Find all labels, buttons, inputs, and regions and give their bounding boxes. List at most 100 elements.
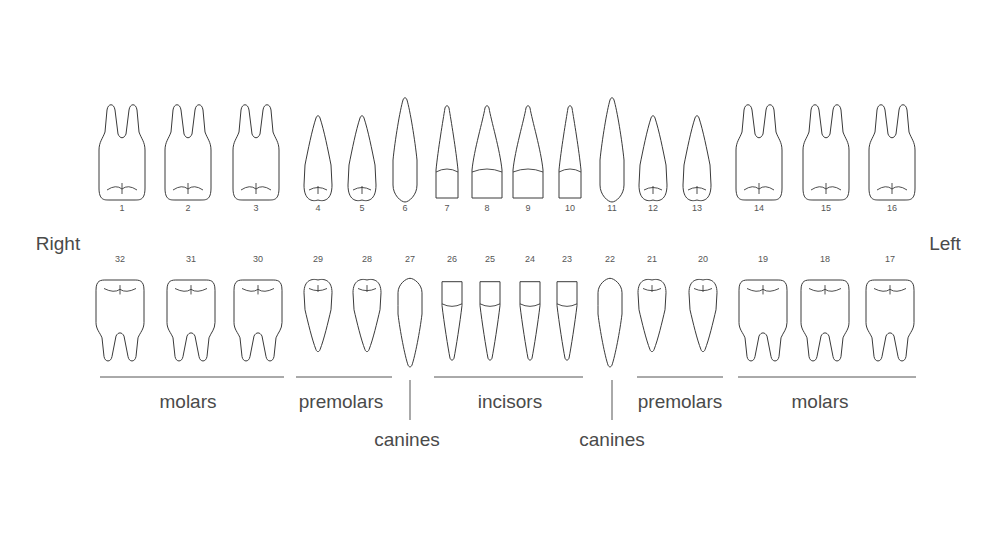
tooth-number: 21 xyxy=(647,255,657,264)
tooth-number: 23 xyxy=(562,255,572,264)
tooth-number: 29 xyxy=(313,255,323,264)
tooth-groove xyxy=(559,169,581,172)
tooth-shape xyxy=(639,116,667,201)
tooth-shape xyxy=(513,106,543,198)
molar-line xyxy=(100,377,284,378)
tooth-shape xyxy=(598,278,622,367)
tooth-shape xyxy=(393,98,417,202)
tooth-outline xyxy=(304,116,332,201)
tooth-number: 26 xyxy=(447,255,457,264)
tooth-outline xyxy=(304,279,332,351)
tooth-number: 11 xyxy=(607,204,616,213)
canine-line xyxy=(612,380,613,420)
tooth-groove xyxy=(353,186,371,194)
tooth-number: 24 xyxy=(525,255,535,264)
group-label: premolars xyxy=(638,392,722,411)
tooth-outline xyxy=(398,278,422,367)
tooth-shape xyxy=(398,278,422,367)
tooth-outline xyxy=(442,282,462,360)
teeth-group xyxy=(96,98,915,367)
tooth-groove xyxy=(173,183,203,194)
tooth-shape xyxy=(304,116,332,201)
premolar-line xyxy=(296,377,392,378)
tooth-shape xyxy=(165,105,211,200)
tooth-number: 19 xyxy=(758,255,768,264)
tooth-outline xyxy=(866,280,914,361)
tooth-outline xyxy=(639,116,667,201)
tooth-shape xyxy=(480,282,500,360)
tooth-outline xyxy=(393,98,417,202)
tooth-number: 10 xyxy=(565,204,575,213)
tooth-groove xyxy=(747,285,779,294)
tooth-number: 8 xyxy=(484,204,489,213)
tooth-groove xyxy=(242,285,274,294)
tooth-shape xyxy=(353,279,381,351)
tooth-groove xyxy=(358,285,376,292)
incisor-line xyxy=(434,377,583,378)
tooth-number: 2 xyxy=(185,204,190,213)
group-label: premolars xyxy=(299,392,383,411)
tooth-shape xyxy=(472,106,502,198)
tooth-groove xyxy=(877,183,907,194)
tooth-groove xyxy=(309,285,327,292)
tooth-shape xyxy=(739,280,787,361)
tooth-shape xyxy=(600,98,624,202)
tooth-number: 28 xyxy=(362,255,372,264)
tooth-outline xyxy=(99,105,145,200)
tooth-number: 25 xyxy=(485,255,495,264)
tooth-shape xyxy=(557,282,577,360)
tooth-outline xyxy=(638,279,666,351)
tooth-outline xyxy=(683,116,711,201)
tooth-shape xyxy=(96,280,144,361)
tooth-number: 15 xyxy=(821,204,831,213)
tooth-groove xyxy=(241,183,271,194)
tooth-number: 17 xyxy=(885,255,895,264)
tooth-number: 30 xyxy=(253,255,263,264)
side-label: Right xyxy=(36,234,80,253)
tooth-groove xyxy=(688,186,706,194)
tooth-outline xyxy=(348,116,376,201)
tooth-number: 7 xyxy=(444,204,449,213)
tooth-number: 9 xyxy=(525,204,530,213)
tooth-shape xyxy=(234,280,282,361)
group-brackets xyxy=(100,377,916,420)
tooth-shape xyxy=(803,105,849,200)
tooth-outline xyxy=(480,282,500,360)
tooth-outline xyxy=(689,279,717,351)
tooth-shape xyxy=(442,282,462,360)
tooth-outline xyxy=(233,105,279,200)
tooth-groove xyxy=(513,169,543,172)
tooth-shape xyxy=(436,106,458,198)
tooth-groove xyxy=(436,169,458,172)
group-label: molars xyxy=(159,392,216,411)
tooth-number: 22 xyxy=(605,255,615,264)
tooth-shape xyxy=(689,279,717,351)
tooth-outline xyxy=(801,280,849,361)
tooth-groove xyxy=(104,285,136,294)
tooth-groove xyxy=(107,183,137,194)
tooth-shape xyxy=(233,105,279,200)
tooth-groove xyxy=(874,285,906,294)
tooth-shape xyxy=(736,105,782,200)
tooth-number: 16 xyxy=(887,204,897,213)
tooth-shape xyxy=(869,105,915,200)
tooth-number: 18 xyxy=(820,255,830,264)
tooth-outline xyxy=(520,282,540,360)
tooth-number: 5 xyxy=(359,204,364,213)
tooth-number: 31 xyxy=(186,255,196,264)
tooth-outline xyxy=(96,280,144,361)
canine-line xyxy=(410,380,411,420)
tooth-number: 4 xyxy=(315,204,320,213)
tooth-shape xyxy=(638,279,666,351)
tooth-outline xyxy=(513,106,543,198)
tooth-groove xyxy=(309,186,327,194)
tooth-outline xyxy=(353,279,381,351)
tooth-shape xyxy=(99,105,145,200)
tooth-outline xyxy=(736,105,782,200)
tooth-groove xyxy=(175,285,207,294)
tooth-outline xyxy=(234,280,282,361)
tooth-outline xyxy=(165,105,211,200)
tooth-groove xyxy=(472,169,502,172)
tooth-groove xyxy=(442,304,462,307)
